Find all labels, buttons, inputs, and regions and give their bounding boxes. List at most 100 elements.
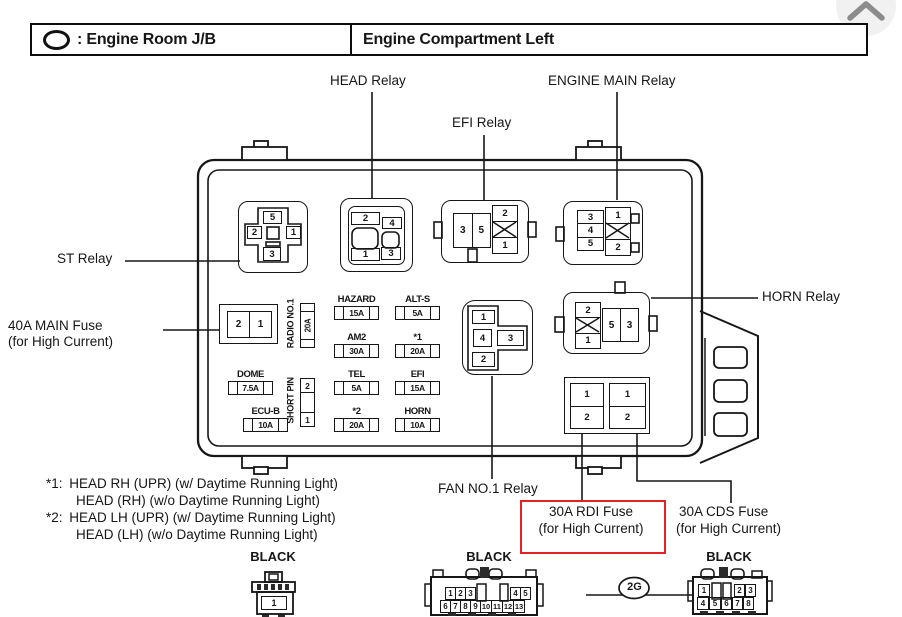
callout-main-fuse-line1: 40A MAIN Fuse bbox=[8, 318, 103, 333]
fuse-tel: 5A bbox=[334, 381, 379, 395]
fan-relay-cluster-outline bbox=[467, 305, 528, 371]
efi-relay-left-block: 3 5 bbox=[453, 213, 491, 248]
head-relay-inner bbox=[348, 206, 405, 265]
connector-right-pin-5: 5 bbox=[709, 597, 721, 610]
efi-relay-pin-1: 1 bbox=[493, 237, 517, 253]
connector-middle-pin-13: 13 bbox=[513, 600, 525, 613]
engine-main-pin-3: 3 bbox=[587, 211, 594, 223]
horn-relay bbox=[563, 292, 650, 354]
efi-relay bbox=[441, 200, 529, 263]
efi-relay-pin-3: 3 bbox=[459, 225, 466, 236]
engine-main-relay-x-mark bbox=[605, 222, 630, 239]
head-relay-pin-3: 3 bbox=[381, 247, 401, 260]
connector-right-pin-8: 8 bbox=[743, 597, 754, 610]
connector-middle-body bbox=[424, 567, 544, 616]
fan-relay-pin-2: 2 bbox=[472, 352, 495, 367]
head-relay-pin-2: 2 bbox=[351, 212, 380, 225]
chevron-up-icon bbox=[847, 1, 885, 21]
engine-main-relay-tabs bbox=[555, 213, 640, 253]
callout-engine-main-relay: ENGINE MAIN Relay bbox=[548, 73, 676, 88]
fuse-label-horn: HORN bbox=[404, 406, 431, 417]
fuse-ecu-b: 10A bbox=[243, 418, 288, 432]
callout-fan-relay: FAN NO.1 Relay bbox=[438, 481, 538, 496]
connector-right-pin-7: 7 bbox=[732, 597, 743, 610]
fuse-label-star2: *2 bbox=[352, 406, 361, 417]
connector-right-color-label: BLACK bbox=[706, 549, 752, 564]
fuse-alt-s: 5A bbox=[395, 306, 440, 320]
fan-relay-pin-4: 4 bbox=[473, 329, 492, 347]
engine-main-x-cell bbox=[606, 223, 630, 239]
2g-connector-tag: 2G bbox=[627, 581, 642, 593]
efi-relay-x-mark bbox=[492, 221, 517, 238]
main-40a-fuse: 2 1 bbox=[227, 311, 272, 338]
rdi-pin-2: 2 bbox=[571, 405, 603, 429]
jb-oval-icon bbox=[43, 29, 70, 50]
fuse-label-star1: *1 bbox=[413, 332, 422, 343]
footnote-1-text: HEAD RH (UPR) (w/ Daytime Running Light) bbox=[69, 476, 338, 491]
efi-relay-right-block: 2 1 bbox=[492, 205, 518, 254]
efi-relay-pin-5: 5 bbox=[471, 214, 491, 247]
engine-main-left-block: 3 4 5 bbox=[577, 210, 604, 251]
fuse-label-efi: EFI bbox=[410, 369, 425, 380]
location-title: Engine Compartment Left bbox=[363, 30, 554, 48]
engine-main-pin-5: 5 bbox=[578, 236, 603, 250]
head-relay-pin-4: 4 bbox=[382, 217, 402, 229]
radio-fuse-amps: 20A bbox=[303, 318, 312, 333]
footnote-2-text: HEAD LH (UPR) (w/ Daytime Running Light) bbox=[69, 510, 336, 525]
fuse-am2: 30A bbox=[334, 344, 379, 358]
horn-pin-2: 2 bbox=[585, 304, 591, 316]
fuse-label-hazard: HAZARD bbox=[337, 294, 376, 305]
fan-relay-pin-3: 3 bbox=[497, 330, 524, 346]
connector-left-color-label: BLACK bbox=[250, 549, 296, 564]
st-relay-cross-outline bbox=[244, 207, 302, 263]
cds-pin-2: 2 bbox=[610, 405, 645, 429]
radio-fuse-amps-cell: 20A bbox=[301, 311, 314, 339]
callout-cds-fuse-line1: 30A CDS Fuse bbox=[679, 504, 769, 519]
footnote-2-line1: *2: HEAD LH (UPR) (w/ Daytime Running Li… bbox=[46, 510, 336, 525]
jb-title-cell: : Engine Room J/B bbox=[32, 25, 350, 54]
callout-rdi-fuse-line2: (for High Current) bbox=[538, 521, 644, 536]
fuse-label-tel: TEL bbox=[348, 369, 365, 380]
footnote-1-marker: *1: bbox=[46, 476, 63, 491]
connector-right-pin-2: 2 bbox=[734, 584, 745, 597]
st-relay-pin-2: 2 bbox=[247, 226, 262, 239]
engine-main-pin-4: 4 bbox=[578, 223, 603, 236]
2g-oval bbox=[618, 576, 650, 600]
horn-pin-3: 3 bbox=[620, 309, 638, 341]
footnote-2-marker: *2: bbox=[46, 510, 63, 525]
leader-lines bbox=[125, 92, 758, 503]
radio-no1-label: RADIO NO.1 bbox=[285, 298, 296, 349]
fuse-efi: 15A bbox=[395, 381, 440, 395]
fuse-hazard: 15A bbox=[334, 306, 379, 320]
rdi-pin-1: 1 bbox=[584, 389, 590, 401]
head-relay-pin-1: 1 bbox=[351, 248, 380, 261]
rdi-highlight-box bbox=[520, 500, 666, 554]
fan-relay-pin-1: 1 bbox=[472, 310, 495, 324]
footnote-1-line1: *1: HEAD RH (UPR) (w/ Daytime Running Li… bbox=[46, 476, 338, 491]
short-pin-element: 2 1 bbox=[300, 378, 315, 427]
engine-main-right-block: 1 2 bbox=[605, 207, 631, 256]
fuse-dome: 7.5A bbox=[228, 381, 273, 395]
high-current-fuse-outer bbox=[564, 377, 650, 434]
st-relay bbox=[238, 201, 308, 273]
jb-title: : Engine Room J/B bbox=[77, 30, 216, 48]
short-pin-middle bbox=[301, 392, 314, 412]
radio-fuse-end-top bbox=[301, 304, 314, 311]
main-40a-cell-1: 1 bbox=[249, 312, 271, 337]
fuse-box-outline bbox=[196, 140, 759, 475]
connector-left-pin-1: 1 bbox=[261, 596, 287, 610]
horn-relay-x-mark bbox=[575, 317, 600, 333]
efi-relay-pin-2: 2 bbox=[502, 208, 508, 219]
engine-main-pin-1: 1 bbox=[615, 210, 621, 221]
fuse-horn: 10A bbox=[395, 418, 440, 432]
callout-rdi-fuse-line1: 30A RDI Fuse bbox=[548, 504, 634, 519]
efi-relay-x-cell bbox=[493, 221, 517, 237]
footnote-2-line2: HEAD (LH) (w/o Daytime Running Light) bbox=[76, 527, 318, 542]
callout-horn-relay: HORN Relay bbox=[762, 289, 841, 304]
radio-fuse-end-bottom bbox=[301, 339, 314, 347]
fuse-star2: 20A bbox=[334, 418, 379, 432]
fuse-label-alt-s: ALT-S bbox=[405, 294, 430, 305]
horn-x-cell bbox=[576, 317, 600, 332]
